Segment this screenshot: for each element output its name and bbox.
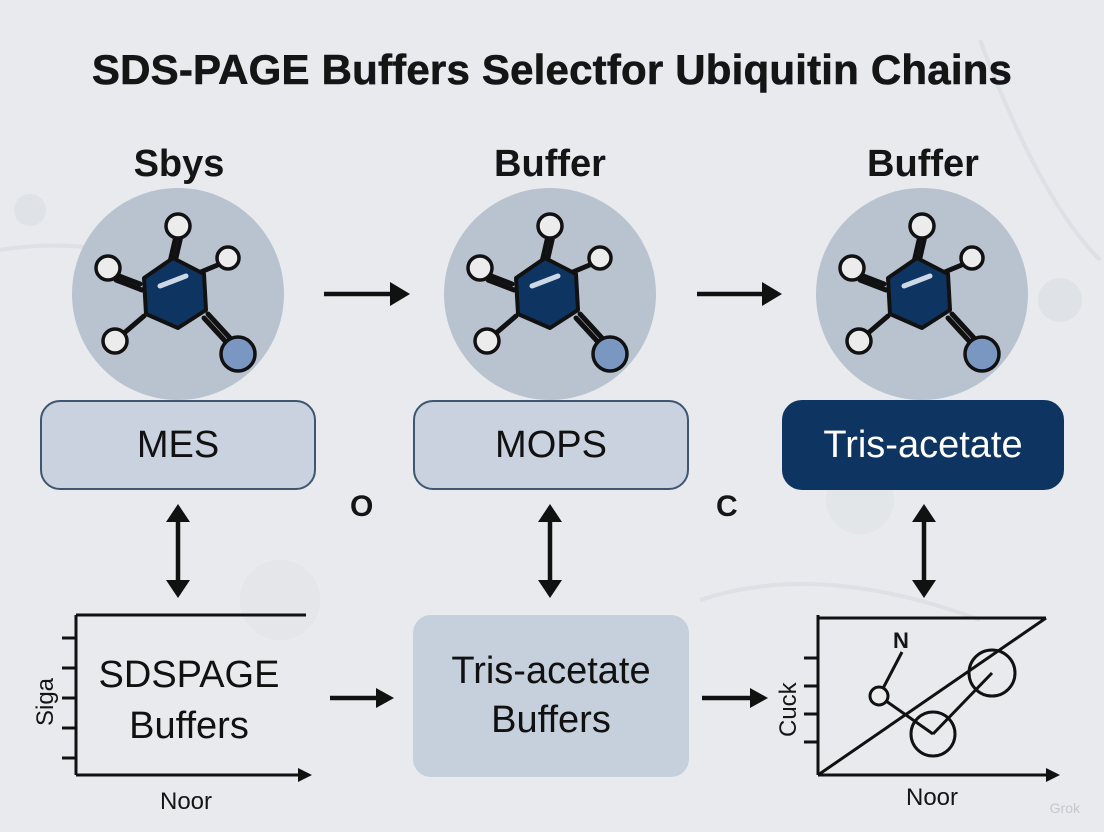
sds-line1: SDSPAGE <box>98 654 280 696</box>
buffer-box-mes: MES <box>40 400 316 490</box>
watermark: Grok <box>1049 800 1080 816</box>
right-chart-node-label: N <box>893 628 909 653</box>
right-chart-xlabel: Noor <box>906 784 959 811</box>
right-chart-ylabel: Cuck <box>775 682 802 737</box>
column-heading-3: Buffer <box>867 143 979 185</box>
tris-acetate-buffers-box: Tris-acetate Buffers <box>413 615 689 777</box>
buffer-box-mops: MOPS <box>413 400 689 490</box>
buffer-box-tris-acetate: Tris-acetate <box>782 400 1064 490</box>
sds-page-buffers-label: SDSPAGE Buffers <box>76 650 302 753</box>
ta-line1: Tris-acetate <box>451 649 651 692</box>
left-panel-xlabel: Noor <box>160 788 213 815</box>
between-label-o: O <box>350 490 374 523</box>
column-heading-2: Buffer <box>494 143 606 185</box>
between-label-c: C <box>716 490 738 523</box>
column-heading-1: Sbys <box>133 143 225 185</box>
sds-line2: Buffers <box>129 705 249 748</box>
left-panel-ylabel: Siga <box>32 677 59 726</box>
ta-line2: Buffers <box>491 699 611 741</box>
page-title: SDS-PAGE Buffers Selectfor Ubiquitin Cha… <box>91 46 1013 94</box>
